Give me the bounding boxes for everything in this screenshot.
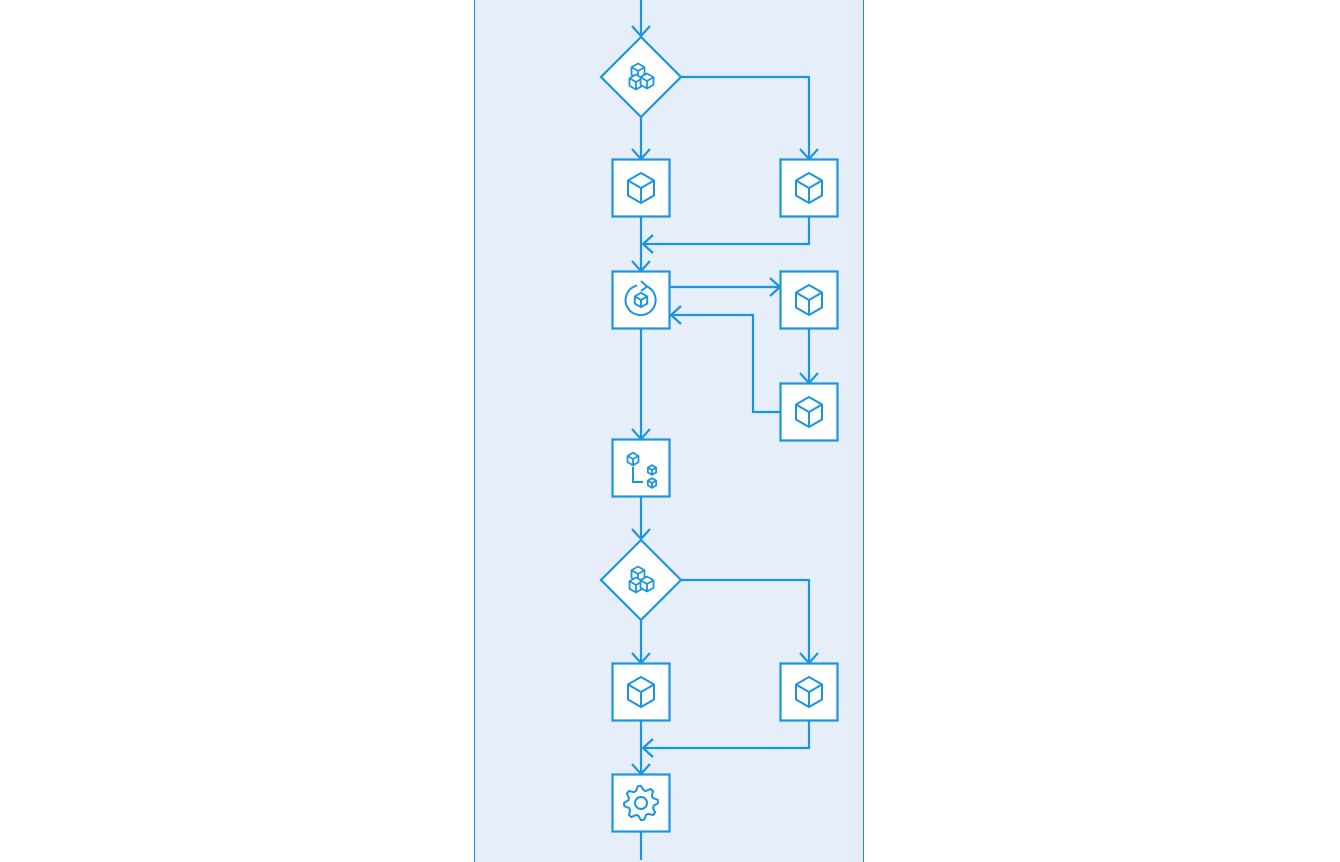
edge-gateway-1-to-task-1a: [631, 117, 651, 161]
cube-icon: [795, 676, 823, 708]
subprocess-1-subprocess-node[interactable]: [611, 438, 671, 498]
edge-gateway-2-to-task-3a: [631, 620, 651, 665]
edge-task-1b-to-loop-1: [641, 217, 811, 254]
gear-icon: [623, 785, 659, 821]
settings-1-service-node[interactable]: [611, 773, 671, 833]
cube-hierarchy-icon: [626, 451, 658, 489]
arrowhead: [641, 738, 654, 758]
cube-icon: [795, 396, 823, 428]
loop-1-loop-node[interactable]: [611, 270, 671, 330]
edge-loop-1-to-subprocess-1: [631, 329, 651, 441]
edge-task-3b-to-settings-1: [641, 720, 811, 758]
arrowhead: [669, 305, 682, 325]
arrowhead: [641, 234, 654, 254]
task-3b-task-node[interactable]: [779, 662, 839, 722]
edge-task-2a-to-task-2b: [799, 329, 819, 385]
cube-icon: [627, 172, 655, 204]
gateway-2-gateway-node[interactable]: [599, 538, 683, 622]
edge-gateway-2-to-task-3b: [681, 578, 819, 665]
edge-loop-1-to-task-2a: [670, 277, 782, 297]
edge-start-to-gateway-1: [631, 0, 651, 38]
nodes-layer: [599, 35, 839, 833]
cube-icon: [627, 676, 655, 708]
cube-icon: [795, 284, 823, 316]
edge-gateway-1-to-task-1b: [681, 75, 819, 161]
edge-subprocess-1-to-gateway-2: [631, 497, 651, 541]
task-box: [611, 773, 671, 833]
task-box: [611, 662, 671, 722]
task-2b-task-node[interactable]: [779, 382, 839, 442]
edge-task-2b-to-loop-1: [669, 305, 780, 414]
task-2a-task-node[interactable]: [779, 270, 839, 330]
stacked-boxes-icon: [628, 565, 655, 594]
task-1b-task-node[interactable]: [779, 158, 839, 218]
gateway-1-gateway-node[interactable]: [599, 35, 683, 119]
stacked-boxes-icon: [628, 62, 655, 91]
task-1a-task-node[interactable]: [611, 158, 671, 218]
task-3a-task-node[interactable]: [611, 662, 671, 722]
cube-loop-icon: [624, 280, 657, 317]
cube-icon: [795, 172, 823, 204]
task-box: [611, 438, 671, 498]
